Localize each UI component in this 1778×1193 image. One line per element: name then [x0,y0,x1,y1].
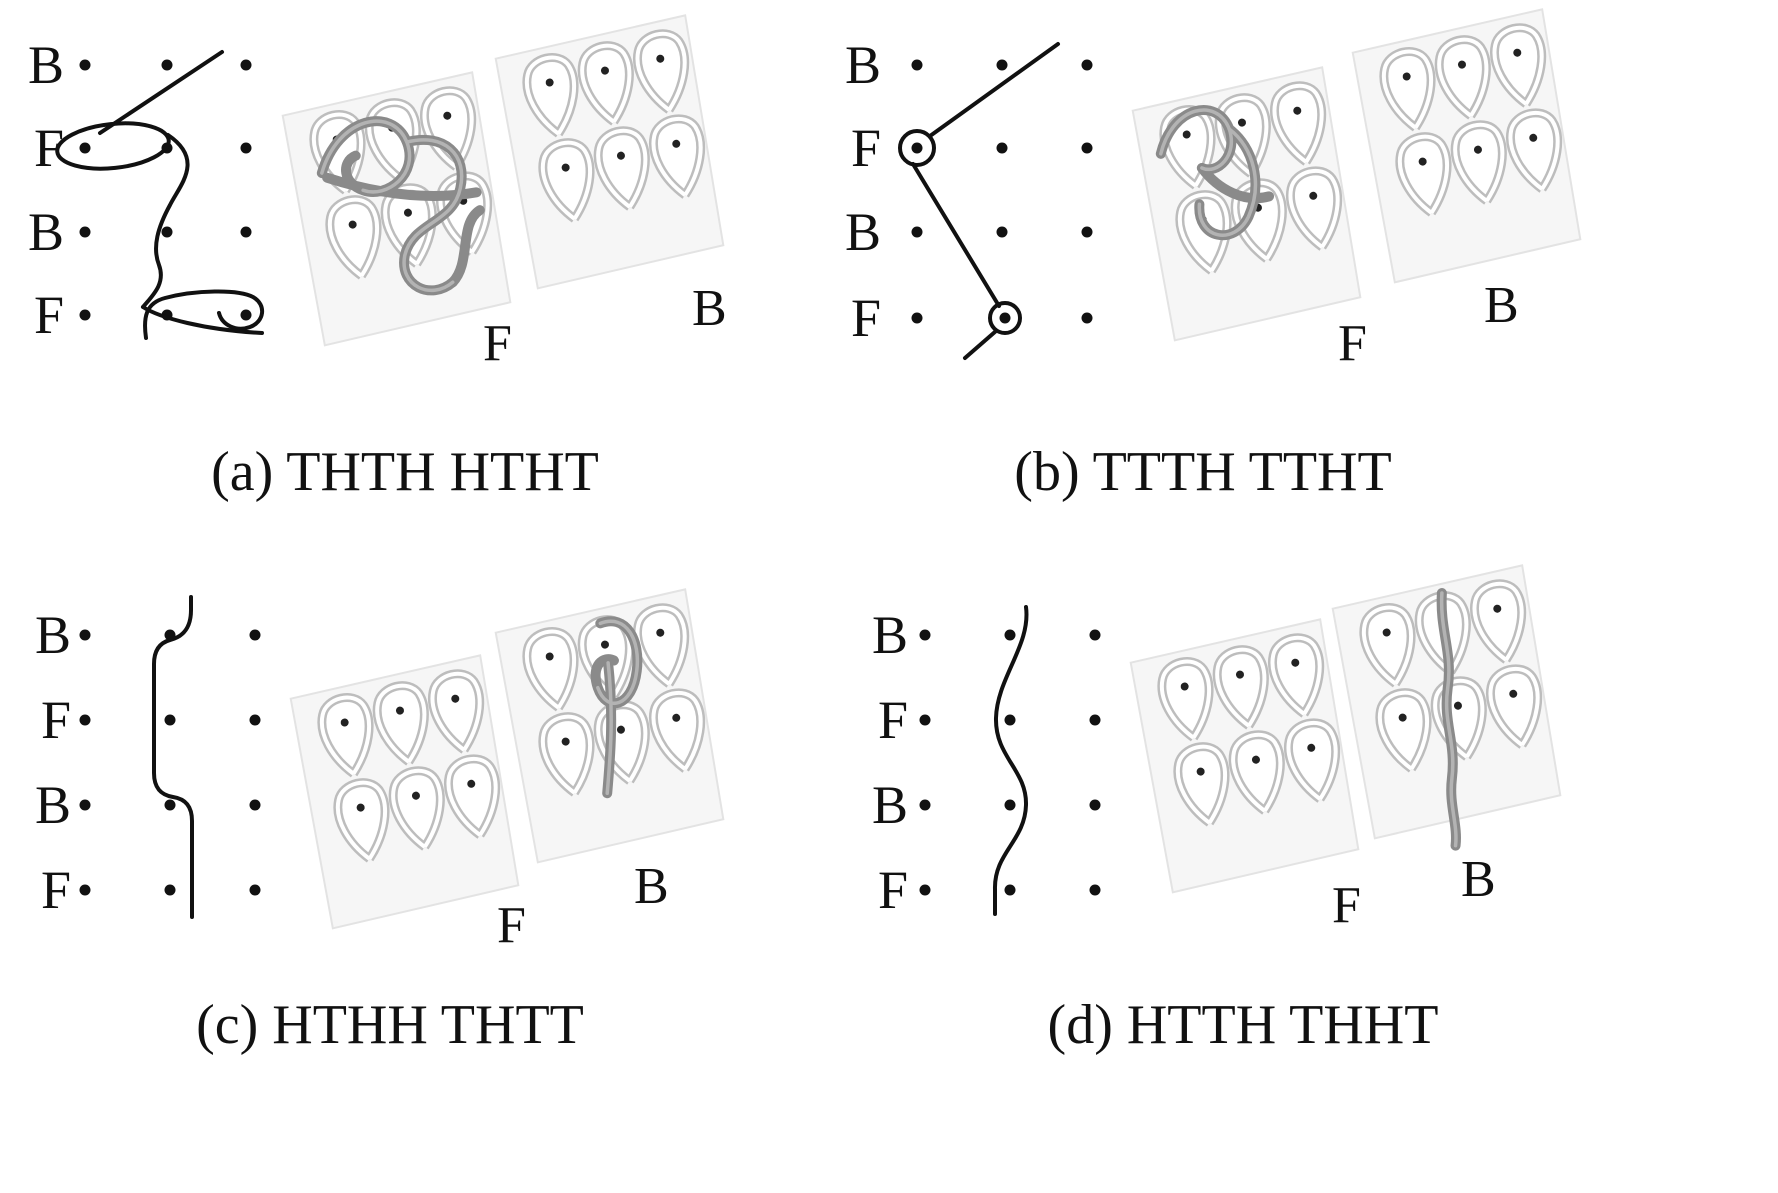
front-face-label: F [483,315,512,372]
panel-a-dark-yarn [316,116,485,296]
back-face-label: B [1484,277,1519,334]
row-label: F [41,860,71,920]
panel-a-yarn-path [55,50,264,340]
row-label: F [41,690,71,750]
panel-d-dark-yarn [1436,588,1461,851]
row-label: B [845,202,881,262]
row-label: F [34,285,64,345]
row-label: B [872,605,908,665]
row-label: B [28,202,64,262]
row-label: F [851,288,881,348]
panel-d-caption: (d) HTTH THHT [1048,994,1439,1056]
row-label: F [851,118,881,178]
panel-c-caption: (c) HTHH THTT [196,994,584,1056]
row-label: B [28,35,64,95]
panel-a-dot-grid [79,59,252,321]
front-face-label: F [1332,877,1361,934]
panel-c-row-labels: B F B F [35,605,71,920]
row-label: B [35,775,71,835]
panel-c-back-swatch [494,588,726,864]
panel-c: B F B F F B (c) HTHH THTT [35,588,725,1056]
panel-c-front-swatch [289,654,521,930]
front-face-label: F [1338,315,1367,372]
back-face-label: B [1461,851,1496,908]
row-label: F [878,690,908,750]
panel-b-yarn-path [898,42,1060,360]
panel-b-back-swatch [1351,8,1583,284]
panel-b-front-swatch [1131,66,1363,342]
row-label: B [35,605,71,665]
panel-c-yarn-path [152,595,194,919]
panel-a-caption: (a) THTH HTHT [211,441,599,503]
panel-b-dot-grid [911,59,1093,324]
panel-b-caption: (b) TTTH TTHT [1014,441,1391,503]
panel-c-dot-grid [79,629,261,896]
panel-d-yarn-path [992,605,1029,916]
panel-d-back-swatch [1331,564,1563,851]
panel-d-row-labels: B F B F [872,605,908,920]
panel-a: B F B F [28,14,727,503]
front-face-label: F [497,897,526,954]
back-face-label: B [692,280,727,337]
back-face-label: B [634,858,669,915]
panel-b-row-labels: B F B F [845,35,881,348]
panel-a-back-swatch [494,14,726,290]
row-label: B [872,775,908,835]
panel-b-dark-yarn [1155,105,1275,241]
panel-a-front-swatch [281,71,513,347]
row-label: F [878,860,908,920]
row-label: B [845,35,881,95]
panel-d: B F B F F B (d) HTTH THHT [872,564,1562,1056]
panel-b: B F B F F [845,8,1582,503]
panel-a-row-labels: B F B F [28,35,64,345]
panel-c-dark-yarn [590,616,643,799]
panel-d-front-swatch [1129,618,1361,894]
